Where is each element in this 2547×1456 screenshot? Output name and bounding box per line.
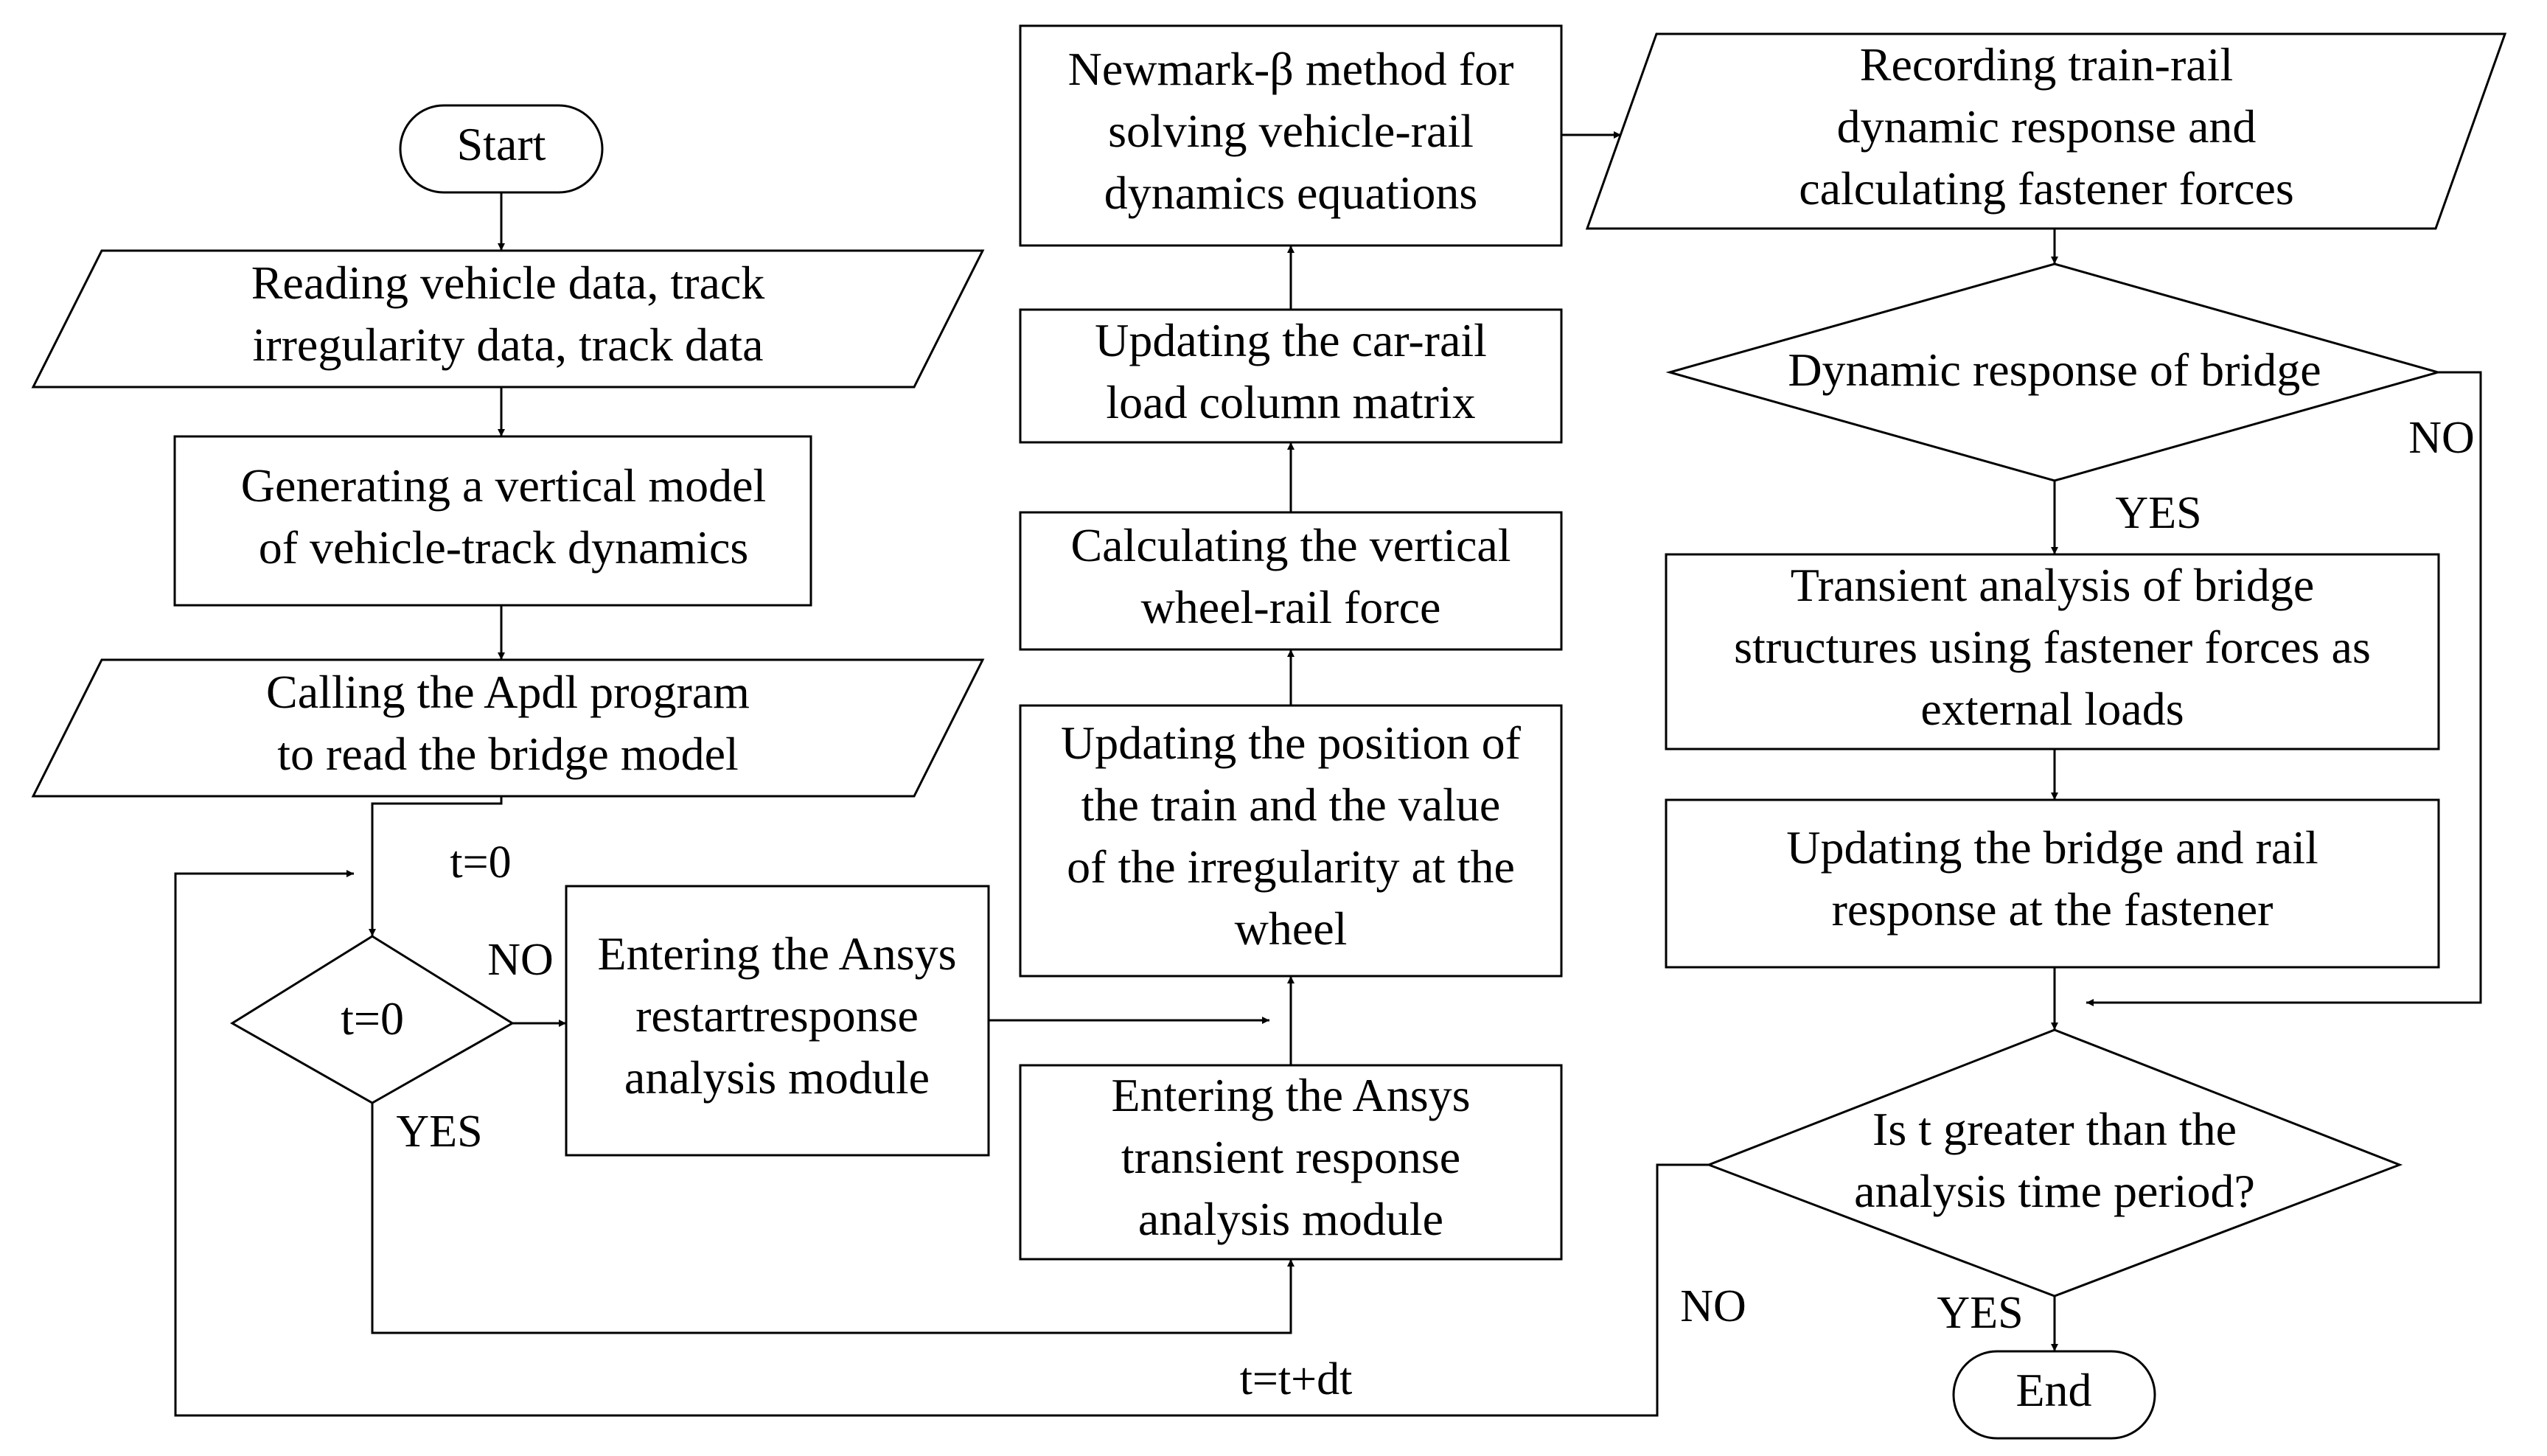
yes-transient-label: YES: [396, 1107, 482, 1157]
node-text-line: Recording train-rail: [1860, 38, 2233, 91]
calc-force-label: Calculating the vertical wheel-rail force: [1070, 519, 1511, 633]
newmark-label: Newmark-β method for solving vehicle-rail…: [1068, 43, 1514, 219]
call-apdl-label: Calling the Apdl program to read the brid…: [266, 666, 750, 780]
transient-bridge-label: Transient analysis of bridge structures u…: [1734, 559, 2371, 735]
t-zero-decision-label: t=0: [341, 992, 404, 1045]
node-text-line: analysis module: [624, 1051, 930, 1104]
node-text-line: structures using fastener forces as: [1734, 621, 2371, 673]
node-text-line: Calculating the vertical: [1070, 519, 1511, 571]
bridge-response-label: Dynamic response of bridge: [1788, 344, 2321, 396]
node-text-line: Entering the Ansys: [597, 927, 956, 980]
generate-model-label: Generating a vertical model of vehicle-tr…: [241, 459, 767, 574]
node-text-line: restartresponse: [635, 989, 919, 1042]
arrow-apdl-to-decision: [369, 796, 503, 936]
t-zero-label: t=0: [450, 837, 511, 888]
node-text-line: of the irregularity at the: [1067, 840, 1515, 893]
node-text-line: Calling the Apdl program: [266, 666, 750, 718]
node-text-line: to read the bridge model: [277, 728, 739, 780]
node-text-line: irregularity data, track data: [253, 318, 764, 371]
node-text-line: Updating the position of: [1061, 717, 1522, 769]
node-text-line: solving vehicle-rail: [1108, 105, 1474, 157]
arrow-bridge-no-to-merge: [2086, 371, 2482, 1006]
end-terminal: End: [1952, 1350, 2156, 1440]
newmark-process: Newmark-β method for solving vehicle-rail…: [1019, 24, 1563, 247]
node-text-line: Dynamic response of bridge: [1788, 344, 2321, 396]
record-response-output: Recording train-rail dynamic response and…: [1585, 32, 2507, 230]
node-text-line: Generating a vertical model: [241, 459, 767, 512]
node-text-line: dynamics equations: [1104, 167, 1478, 219]
no-restart-label: NO: [487, 935, 554, 985]
update-bridge-rail-process: Updating the bridge and rail response at …: [1665, 798, 2440, 969]
node-text-line: Start: [457, 118, 546, 170]
generate-model-process: Generating a vertical model of vehicle-tr…: [173, 435, 812, 607]
time-period-decision: Is t greater than the analysis time perio…: [1705, 1028, 2403, 1297]
start-terminal: Start: [399, 104, 604, 194]
node-text-line: dynamic response and: [1837, 100, 2257, 153]
node-text-line: End: [2015, 1364, 2091, 1416]
node-text-line: the train and the value: [1081, 778, 1501, 831]
arrow-time-no-loop-back: [174, 870, 1709, 1417]
node-text-line: analysis time period?: [1854, 1165, 2255, 1217]
ansys-transient-label: Entering the Ansys transient response anal…: [1111, 1069, 1470, 1245]
start-label: Start: [457, 118, 546, 170]
read-data-label: Reading vehicle data, track irregularity …: [251, 257, 765, 371]
node-text-line: Is t greater than the: [1872, 1103, 2237, 1155]
node-text-line: Newmark-β method for: [1068, 43, 1514, 95]
update-load-process: Updating the car-rail load column matrix: [1019, 308, 1563, 444]
end-label: End: [2015, 1364, 2091, 1416]
node-text-line: wheel: [1235, 902, 1348, 955]
arrow-decision-yes-to-transient: [371, 1103, 1295, 1334]
node-text-line: Reading vehicle data, track: [251, 257, 765, 309]
transient-bridge-process: Transient analysis of bridge structures u…: [1665, 553, 2440, 750]
node-text-line: t=0: [341, 992, 404, 1045]
record-response-label: Recording train-rail dynamic response and…: [1799, 38, 2294, 215]
node-text-line: Entering the Ansys: [1111, 1069, 1470, 1121]
update-load-label: Updating the car-rail load column matrix: [1095, 314, 1487, 428]
node-text-line: of vehicle-track dynamics: [259, 521, 749, 574]
node-text-line: calculating fastener forces: [1799, 162, 2294, 215]
t-zero-decision: t=0: [230, 935, 515, 1104]
update-position-process: Updating the position of the train and th…: [1019, 704, 1563, 978]
node-text-line: load column matrix: [1106, 376, 1475, 428]
update-bridge-rail-label: Updating the bridge and rail response at …: [1786, 821, 2318, 936]
bridge-no-label: NO: [2408, 413, 2475, 463]
time-no-label: NO: [1680, 1281, 1746, 1331]
bridge-response-decision: Dynamic response of bridge: [1665, 262, 2442, 482]
node-text-line: analysis module: [1138, 1193, 1443, 1245]
update-position-label: Updating the position of the train and th…: [1061, 717, 1522, 955]
time-yes-label: YES: [1937, 1288, 2023, 1338]
read-data-input: Reading vehicle data, track irregularity …: [31, 249, 985, 389]
node-text-line: wheel-rail force: [1141, 581, 1441, 633]
node-text-line: transient response: [1121, 1131, 1460, 1183]
node-text-line: Updating the car-rail: [1095, 314, 1487, 366]
calc-force-process: Calculating the vertical wheel-rail force: [1019, 511, 1563, 651]
node-text-line: Transient analysis of bridge: [1791, 559, 2314, 611]
t-step-label: t=t+dt: [1240, 1354, 1353, 1404]
node-text-line: Updating the bridge and rail: [1786, 821, 2318, 874]
bridge-yes-label: YES: [2115, 488, 2201, 538]
ansys-transient-process: Entering the Ansys transient response anal…: [1019, 1064, 1563, 1261]
node-text-line: response at the fastener: [1832, 883, 2274, 936]
ansys-restart-label: Entering the Ansys restartresponse analysi…: [597, 927, 956, 1104]
node-text-line: external loads: [1920, 683, 2184, 735]
call-apdl-input: Calling the Apdl program to read the brid…: [31, 658, 985, 798]
time-period-label: Is t greater than the analysis time perio…: [1854, 1103, 2255, 1217]
ansys-restart-process: Entering the Ansys restartresponse analysi…: [565, 885, 990, 1157]
